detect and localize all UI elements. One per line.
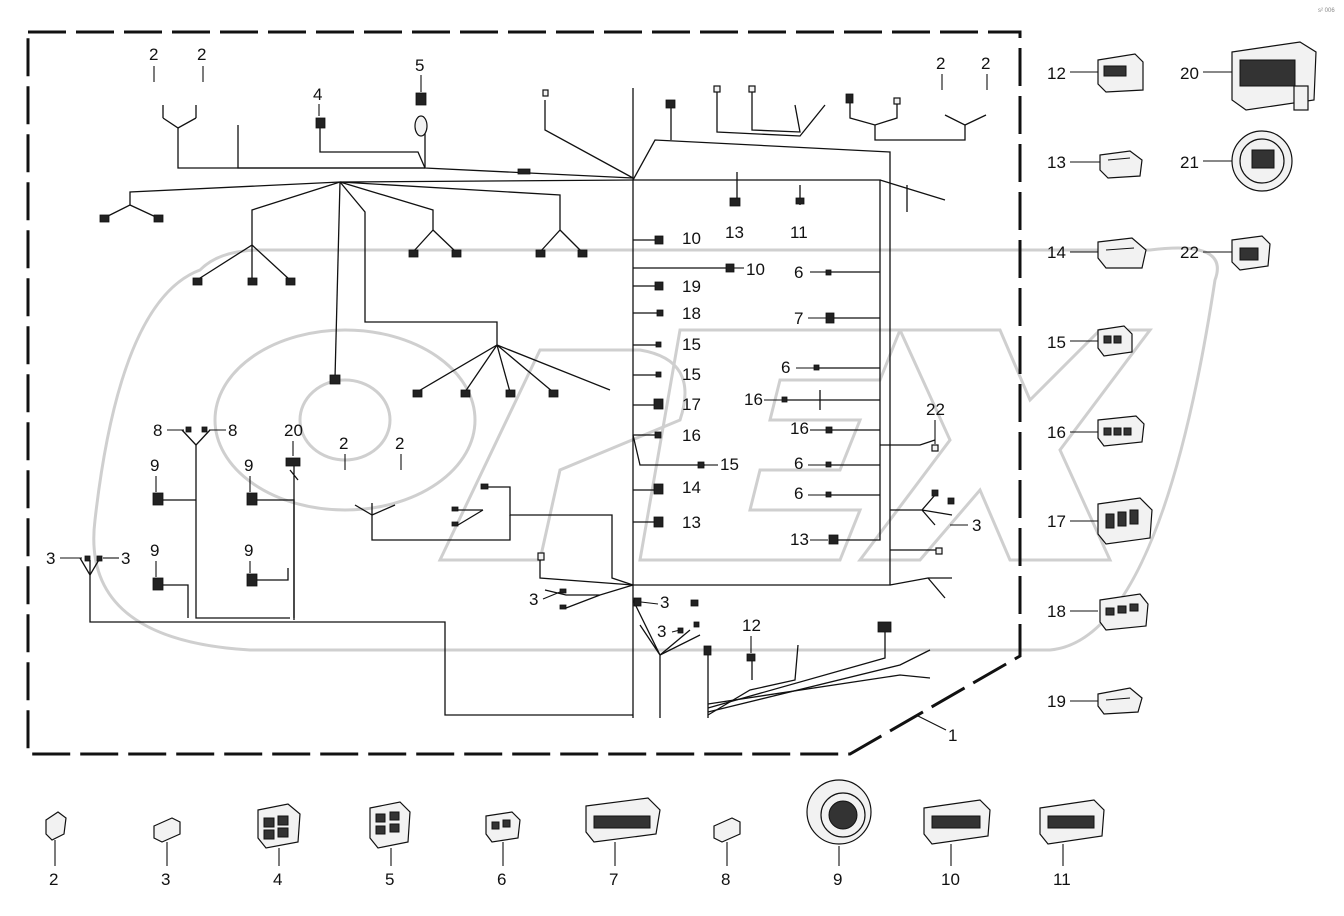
bottom-part-4-label: 4 — [273, 870, 282, 889]
connector-15-icon — [1097, 325, 1133, 357]
assembly-callout: 1 — [948, 726, 957, 745]
assembly-leader — [917, 715, 947, 731]
callout-11: 11 — [790, 223, 808, 242]
connector-11-icon — [1039, 799, 1105, 845]
side-part-22-label: 22 — [1180, 243, 1199, 262]
bottom-part-6-label: 6 — [497, 870, 506, 889]
connector-14-icon — [1097, 237, 1147, 269]
callout-5: 5 — [415, 56, 424, 75]
connector-22-icon — [1231, 235, 1271, 271]
callout-2-top-left-a: 2 — [149, 45, 158, 64]
bottom-part-3-label: 3 — [161, 870, 170, 889]
callout-15-a: 15 — [682, 335, 701, 354]
callout-9-b: 9 — [244, 456, 253, 475]
bottom-part-8-label: 8 — [721, 870, 730, 889]
reference-code: s² 006 — [1318, 8, 1335, 14]
side-part-17-label: 17 — [1047, 512, 1066, 531]
callout-16-b: 16 — [682, 426, 701, 445]
callout-16-c: 16 — [790, 419, 809, 438]
bottom-part-9-label: 9 — [833, 870, 842, 889]
callout-17: 17 — [682, 395, 701, 414]
side-part-19-label: 19 — [1047, 692, 1066, 711]
callout-19: 19 — [682, 277, 701, 296]
callout-9-d: 9 — [244, 541, 253, 560]
callout-16-a: 16 — [744, 390, 763, 409]
callout-2-mid-b: 2 — [395, 434, 404, 453]
harness-wires — [79, 88, 987, 718]
callout-22: 22 — [926, 400, 945, 419]
callout-15-c: 15 — [720, 455, 739, 474]
connector-20-icon — [1231, 41, 1317, 111]
watermark-logo — [92, 246, 1219, 652]
callout-14: 14 — [682, 478, 701, 497]
side-part-15-label: 15 — [1047, 333, 1066, 352]
callout-3-left-b: 3 — [121, 549, 130, 568]
callout-8-b: 8 — [228, 421, 237, 440]
callout-15-b: 15 — [682, 365, 701, 384]
bottom-part-2-label: 2 — [49, 870, 58, 889]
connector-7-icon — [585, 797, 661, 843]
callout-2-top-left-b: 2 — [197, 45, 206, 64]
side-part-20-label: 20 — [1180, 64, 1199, 83]
harness-connectors — [84, 85, 955, 662]
connector-12-icon — [1097, 53, 1144, 93]
callout-2-mid-a: 2 — [339, 434, 348, 453]
callout-12: 12 — [742, 616, 761, 635]
assembly-boundary — [26, 30, 1022, 756]
callout-10-b: 10 — [746, 260, 765, 279]
connector-13-icon — [1099, 150, 1143, 179]
callout-3-bottom-a: 3 — [529, 590, 538, 609]
callout-3-left-a: 3 — [46, 549, 55, 568]
callout-2-top-right-b: 2 — [981, 54, 990, 73]
connector-19-icon — [1097, 687, 1143, 715]
side-part-14-label: 14 — [1047, 243, 1066, 262]
side-part-21-label: 21 — [1180, 153, 1199, 172]
callout-9-c: 9 — [150, 541, 159, 560]
connector-16-icon — [1097, 415, 1145, 447]
side-part-18-label: 18 — [1047, 602, 1066, 621]
callout-3-right: 3 — [972, 516, 981, 535]
side-part-12-label: 12 — [1047, 64, 1066, 83]
side-part-16-label: 16 — [1047, 423, 1066, 442]
callout-2-top-right-a: 2 — [936, 54, 945, 73]
connector-10-icon — [923, 799, 991, 845]
bottom-part-10-label: 10 — [941, 870, 960, 889]
round-connector-9-icon — [806, 779, 872, 845]
side-parts: 12 20 13 21 14 — [1047, 41, 1317, 715]
terminal-2-icon — [45, 811, 67, 841]
callout-3-bottom-b: 3 — [660, 593, 669, 612]
callout-20: 20 — [284, 421, 303, 440]
callout-6-a: 6 — [794, 263, 803, 282]
callout-13-c: 13 — [790, 530, 809, 549]
side-part-13-label: 13 — [1047, 153, 1066, 172]
callout-10-a: 10 — [682, 229, 701, 248]
callout-13-b: 13 — [682, 513, 701, 532]
callout-3-bottom-c: 3 — [657, 622, 666, 641]
terminal-8-icon — [713, 817, 741, 843]
connector-18-icon — [1099, 593, 1149, 631]
bottom-part-5-label: 5 — [385, 870, 394, 889]
bottom-parts: 2 3 4 5 — [45, 779, 1105, 889]
round-sensor-21-icon — [1231, 130, 1293, 192]
bottom-part-7-label: 7 — [609, 870, 618, 889]
callout-8-a: 8 — [153, 421, 162, 440]
connector-6-icon — [485, 811, 521, 843]
connector-17-icon — [1097, 497, 1153, 545]
connector-5-icon — [369, 801, 411, 849]
callout-6-c: 6 — [794, 454, 803, 473]
bottom-part-11-label: 11 — [1053, 870, 1071, 889]
terminal-3-icon — [153, 817, 181, 843]
harness-callouts: 2 2 4 5 2 2 10 10 13 11 6 19 18 7 15 15 … — [46, 45, 990, 653]
callout-13-a: 13 — [725, 223, 744, 242]
callout-18: 18 — [682, 304, 701, 323]
callout-7: 7 — [794, 309, 803, 328]
callout-4: 4 — [313, 85, 322, 104]
callout-9-a: 9 — [150, 456, 159, 475]
callout-6-d: 6 — [794, 484, 803, 503]
connector-4-icon — [257, 803, 301, 849]
callout-6-b: 6 — [781, 358, 790, 377]
